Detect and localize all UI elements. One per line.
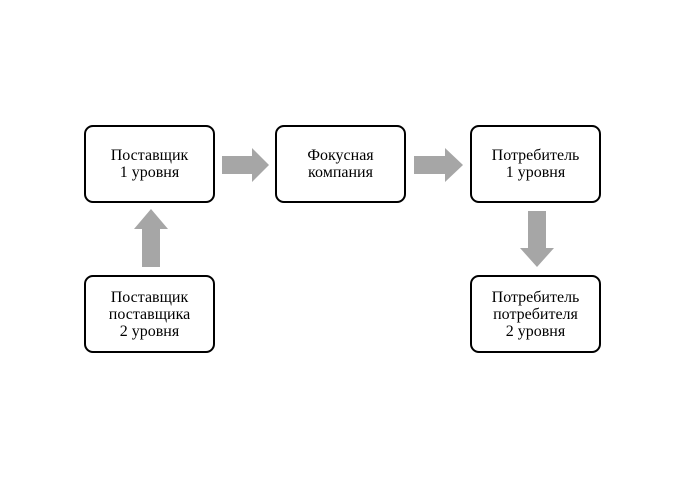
consumer-level-2-box: Потребитель потребителя 2 уровня [470,275,601,353]
supplier-level-2-line-2: поставщика [108,305,191,323]
arrow-down-consumer1-to-consumer2 [520,211,554,267]
focal-company-line-2: компания [308,164,373,181]
arrow-right-focal-to-consumer-shape [414,148,463,182]
supplier-level-2-line-3: 2 уровня [119,322,180,340]
arrow-up-supplier2-to-supplier1-shape [134,209,168,267]
supplier-level-2-text: Поставщик поставщика 2 уровня [109,289,190,340]
arrow-right-focal-to-consumer [414,148,463,182]
focal-company-box: Фокусная компания [275,125,406,203]
consumer-level-1-line-2: 1 уровня [505,164,566,181]
supplier-level-1-box: Поставщик 1 уровня [84,125,215,203]
arrow-up-supplier2-to-supplier1 [134,209,168,267]
consumer-level-2-line-1: Потребитель [491,288,580,306]
arrow-right-supplier-to-focal [222,148,269,182]
consumer-level-1-line-1: Потребитель [491,147,580,164]
supplier-level-1-line-1: Поставщик [110,147,189,164]
supplier-level-2-line-1: Поставщик [110,288,189,306]
focal-company-line-1: Фокусная [307,147,374,164]
focal-company-text: Фокусная компания [307,147,373,181]
supplier-level-1-text: Поставщик 1 уровня [111,147,189,181]
consumer-level-2-text: Потребитель потребителя 2 уровня [492,289,580,340]
supplier-level-1-line-2: 1 уровня [119,164,180,181]
supplier-level-2-box: Поставщик поставщика 2 уровня [84,275,215,353]
arrow-down-consumer1-to-consumer2-shape [520,211,554,267]
consumer-level-2-line-3: 2 уровня [505,322,566,340]
arrow-right-supplier-to-focal-shape [222,148,269,182]
consumer-level-1-text: Потребитель 1 уровня [492,147,580,181]
consumer-level-2-line-2: потребителя [493,305,578,323]
consumer-level-1-box: Потребитель 1 уровня [470,125,601,203]
